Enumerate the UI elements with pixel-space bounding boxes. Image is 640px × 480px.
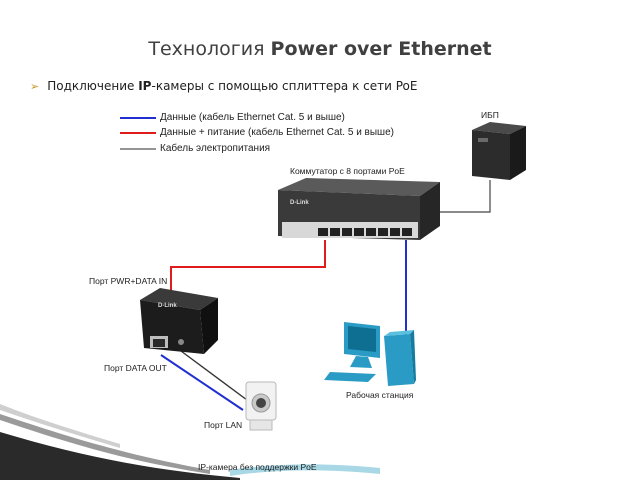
legend-label-data: Данные (кабель Ethernet Cat. 5 и выше) [160, 112, 345, 123]
legend-label-power: Данные + питание (кабель Ethernet Cat. 5… [160, 127, 394, 138]
ups-device [472, 122, 526, 180]
camera-port-label: Порт LAN [204, 420, 243, 430]
cable-splitter-camera-data [160, 354, 244, 411]
ip-camera [245, 381, 277, 431]
cable-ups-switch [421, 180, 491, 213]
legend-label-mains: Кабель электропитания [160, 143, 271, 154]
bullet-arrow-icon: ➢ [30, 80, 40, 93]
cable-splitter-camera-power [180, 350, 248, 401]
decorative-swoosh [0, 404, 380, 480]
title-prefix: Технология [148, 38, 271, 60]
camera-label: IP-камера без поддержки PoE [198, 462, 317, 472]
splitter-in-label: Порт PWR+DATA IN [89, 276, 168, 286]
switch-label: Коммутатор с 8 портами PoE [290, 166, 405, 176]
switch-brand-label: D-Link [290, 200, 309, 206]
poe-splitter [140, 288, 218, 354]
workstation [324, 322, 416, 386]
slide-title: Технология Power over Ethernet [0, 38, 640, 60]
title-bold: Power over Ethernet [270, 38, 492, 60]
cable-switch-splitter [170, 240, 326, 294]
splitter-brand-label: D-Link [158, 303, 177, 309]
bullet-text-prefix: Подключение [47, 79, 139, 93]
bullet-text-bold: IP [138, 79, 152, 93]
bullet-point: ➢ Подключение IP-камеры с помощью сплитте… [30, 79, 417, 93]
splitter-out-label: Порт DATA OUT [104, 363, 167, 373]
poe-switch [278, 178, 440, 240]
bullet-text-suffix: -камеры с помощью сплиттера к сети PoE [151, 79, 418, 93]
workstation-label: Рабочая станция [346, 390, 414, 400]
ups-label: ИБП [481, 110, 499, 120]
